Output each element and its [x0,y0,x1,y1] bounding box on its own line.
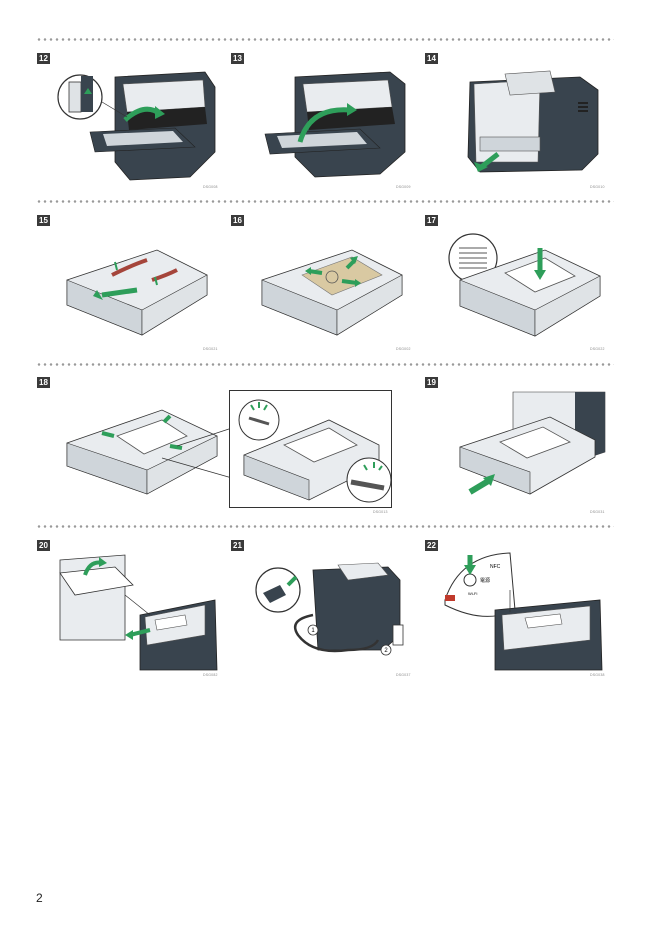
illustration-step-15 [66,249,208,336]
figure-code-20: DSG082 [203,673,218,677]
illustration-step-19 [459,391,606,495]
step-badge-21: 21 [231,540,244,551]
step-badge-16: 16 [231,215,244,226]
figure-code-21: DSG037 [396,673,411,677]
figure-code-13: DSG009 [396,185,411,189]
nfc-label: NFC [490,564,501,570]
figure-code-16: DSG002 [396,347,411,351]
illustration-step-12 [57,71,216,181]
power-label: 電源 [480,577,490,584]
step-badge-15: 15 [37,215,50,226]
separator-row-4 [36,525,614,528]
illustration-step-13 [264,71,406,178]
page-number: 2 [36,891,43,905]
figure-code-17: DSG022 [590,347,605,351]
illustration-step-20 [59,554,218,671]
step-badge-20: 20 [37,540,50,551]
wifi-label: Wi-Fi [468,591,477,596]
separator-row-3 [36,363,614,366]
step-badge-13: 13 [231,53,244,64]
figure-code-15: DSG021 [203,347,218,351]
svg-text:2: 2 [384,648,388,654]
separator-row-1 [36,38,614,41]
figure-code-22: DSG038 [590,673,605,677]
figure-code-12: DSG008 [203,185,218,189]
illustration-step-22: 電源 Wi-Fi NFC [444,552,603,671]
illustration-step-17 [448,233,601,337]
figure-code-18: DSG013 [373,510,388,514]
step-badge-12: 12 [37,53,50,64]
step-badge-18: 18 [37,377,50,388]
figure-code-14: DSG010 [590,185,605,189]
separator-row-2 [36,200,614,203]
step-badge-22: 22 [425,540,438,551]
illustration-step-21: 1 2 [255,562,404,656]
step-badge-17: 17 [425,215,438,226]
illustration-step-18-detail [229,390,392,508]
step-badge-19: 19 [425,377,438,388]
illustration-step-16 [261,249,403,336]
figure-code-19: DSG031 [590,510,605,514]
svg-text:1: 1 [311,628,315,634]
illustration-step-14 [467,70,599,173]
step-badge-14: 14 [425,53,438,64]
illustration-step-18-tray [66,409,233,495]
